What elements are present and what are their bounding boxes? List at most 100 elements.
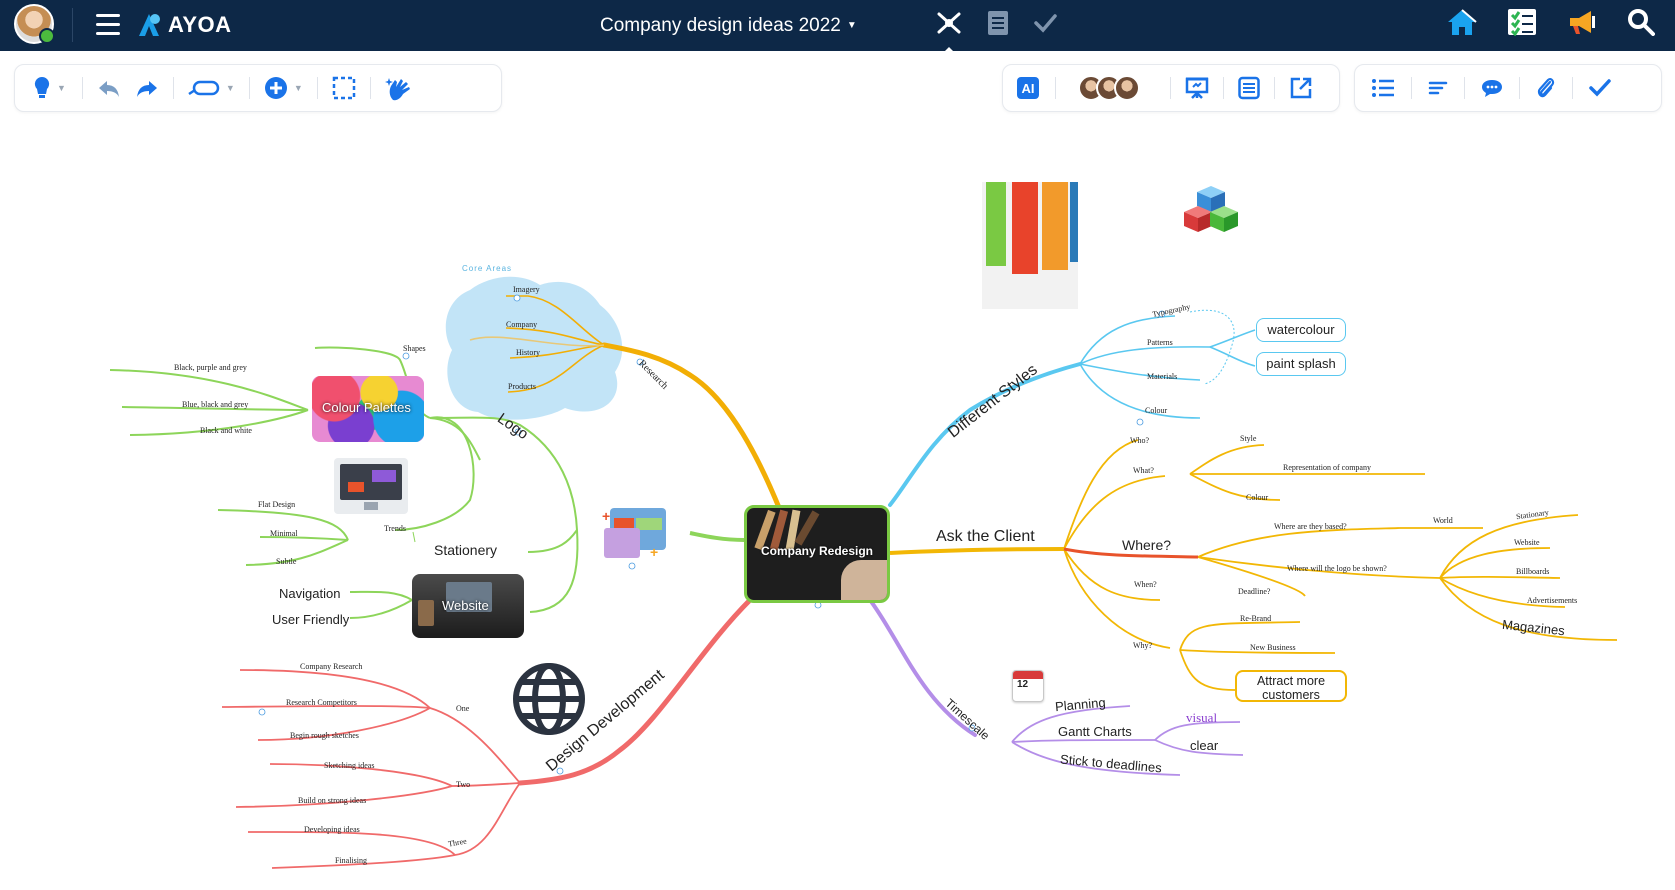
- when-label[interactable]: When?: [1134, 580, 1157, 589]
- three-developing-ideas[interactable]: Developing ideas: [304, 825, 360, 834]
- header-actions: [1447, 8, 1655, 36]
- trend-flat-design[interactable]: Flat Design: [258, 500, 296, 509]
- mind-map-icon[interactable]: [935, 10, 963, 36]
- website-navigation[interactable]: Navigation: [279, 586, 341, 601]
- presentation-button[interactable]: [1171, 65, 1223, 111]
- view-switcher: [935, 10, 1057, 53]
- online-status-dot: [39, 28, 55, 44]
- watercolour-box[interactable]: watercolour: [1256, 318, 1346, 342]
- who-label[interactable]: Who?: [1130, 436, 1150, 445]
- what-representation[interactable]: Representation of company: [1283, 463, 1371, 472]
- attachment-button[interactable]: [1520, 65, 1572, 111]
- shapes-label[interactable]: Shapes: [403, 344, 426, 353]
- app-name: AYOA: [168, 12, 232, 37]
- home-icon[interactable]: [1447, 8, 1477, 36]
- ai-button[interactable]: AI: [1003, 65, 1055, 111]
- task-list-icon[interactable]: [1507, 8, 1537, 36]
- document-title[interactable]: Company design ideas 2022▼: [600, 0, 857, 51]
- add-button[interactable]: ▼: [250, 65, 317, 111]
- style-colour[interactable]: Colour: [1145, 406, 1168, 415]
- timescale-gantt-charts[interactable]: Gantt Charts: [1058, 724, 1132, 739]
- menu-icon[interactable]: [96, 14, 120, 36]
- shown-advertisements[interactable]: Advertisements: [1527, 596, 1578, 605]
- style-patterns[interactable]: Patterns: [1147, 338, 1173, 347]
- when-deadline[interactable]: Deadline?: [1238, 587, 1271, 596]
- hand-tool-button[interactable]: [371, 65, 429, 111]
- shown-website[interactable]: Website: [1514, 538, 1540, 547]
- divider: [72, 8, 73, 42]
- research-item-imagery[interactable]: Imagery: [513, 285, 540, 294]
- ayoa-logo[interactable]: AYOA: [134, 8, 232, 42]
- research-item-company[interactable]: Company: [506, 320, 538, 329]
- document-icon[interactable]: [987, 10, 1009, 36]
- two-sketching-ideas[interactable]: Sketching ideas: [324, 761, 375, 770]
- why-rebrand[interactable]: Re-Brand: [1240, 614, 1272, 623]
- website-image[interactable]: Website: [412, 574, 524, 638]
- gantt-visual[interactable]: visual: [1186, 710, 1218, 725]
- idea-button[interactable]: ▼: [15, 65, 82, 111]
- undo-icon[interactable]: [97, 78, 121, 98]
- design-step-two[interactable]: Two: [456, 780, 471, 789]
- where-world[interactable]: World: [1433, 516, 1453, 525]
- one-research-competitors[interactable]: Research Competitors: [286, 698, 357, 707]
- research-item-history[interactable]: History: [516, 348, 540, 357]
- what-label[interactable]: What?: [1133, 466, 1154, 475]
- where-label[interactable]: Where?: [1122, 537, 1172, 553]
- list-view-button[interactable]: [1224, 65, 1274, 111]
- select-area-button[interactable]: [318, 65, 370, 111]
- comment-button[interactable]: [1465, 65, 1519, 111]
- add-icon: [264, 77, 287, 99]
- paint-splash-box[interactable]: paint splash: [1256, 352, 1346, 376]
- tasks-check-icon[interactable]: [1033, 11, 1057, 35]
- gantt-clear[interactable]: clear: [1190, 738, 1219, 753]
- style-materials[interactable]: Materials: [1147, 372, 1178, 381]
- three-finalising[interactable]: Finalising: [335, 856, 368, 865]
- chevron-down-icon: ▼: [846, 20, 857, 32]
- colour-palettes-image[interactable]: Colour Palettes: [312, 376, 424, 442]
- text-align-button[interactable]: [1412, 65, 1464, 111]
- redo-icon[interactable]: [135, 78, 159, 98]
- export-button[interactable]: [1275, 65, 1327, 111]
- website-label: Website: [442, 598, 489, 613]
- divider: [1170, 77, 1171, 99]
- collaborators[interactable]: [1056, 65, 1170, 111]
- collaboration-toolbar: AI: [1002, 64, 1340, 112]
- divider: [1411, 77, 1412, 99]
- palette-blue-black-grey[interactable]: Blue, black and grey: [182, 400, 249, 409]
- calendar-day: 12: [1017, 679, 1029, 690]
- attract-customers-box[interactable]: Attract more customers: [1235, 670, 1347, 702]
- ask-the-client-label[interactable]: Ask the Client: [936, 528, 1035, 545]
- complete-button[interactable]: [1573, 65, 1627, 111]
- stationery-label[interactable]: Stationery: [434, 542, 498, 558]
- why-label[interactable]: Why?: [1133, 641, 1153, 650]
- central-topic[interactable]: Company Redesign: [744, 505, 890, 603]
- bullet-list-button[interactable]: [1355, 65, 1411, 111]
- palette-black-white[interactable]: Black and white: [200, 426, 252, 435]
- search-icon[interactable]: [1627, 8, 1655, 36]
- where-shown[interactable]: Where will the logo be shown?: [1287, 564, 1387, 573]
- announcement-icon[interactable]: [1567, 8, 1597, 36]
- web-design-image[interactable]: [334, 458, 408, 514]
- why-new-business[interactable]: New Business: [1250, 643, 1296, 652]
- text-align-icon: [1428, 81, 1448, 95]
- check-icon: [1589, 79, 1611, 97]
- central-topic-label: Company Redesign: [760, 544, 874, 558]
- user-avatar[interactable]: [14, 4, 55, 44]
- research-item-products[interactable]: Products: [508, 382, 536, 391]
- what-style[interactable]: Style: [1240, 434, 1257, 443]
- trends-label[interactable]: Trends: [384, 524, 406, 533]
- shown-billboards[interactable]: Billboards: [1516, 567, 1550, 576]
- branch-shape-button[interactable]: ▼: [174, 65, 249, 111]
- presentation-icon: [1185, 77, 1209, 99]
- where-based[interactable]: Where are they based?: [1274, 522, 1347, 531]
- website-user-friendly[interactable]: User Friendly: [272, 612, 350, 627]
- trend-minimal[interactable]: Minimal: [270, 529, 298, 538]
- palette-black-purple-grey[interactable]: Black, purple and grey: [174, 363, 247, 372]
- trend-subtle[interactable]: Subtle: [276, 557, 297, 566]
- one-begin-rough-sketches[interactable]: Begin rough sketches: [290, 731, 359, 740]
- design-step-one[interactable]: One: [456, 704, 470, 713]
- one-company-research[interactable]: Company Research: [300, 662, 363, 671]
- two-build-on-strong-ideas[interactable]: Build on strong ideas: [298, 796, 367, 805]
- chevron-down-icon: ▼: [293, 83, 303, 93]
- what-colour[interactable]: Colour: [1246, 493, 1269, 502]
